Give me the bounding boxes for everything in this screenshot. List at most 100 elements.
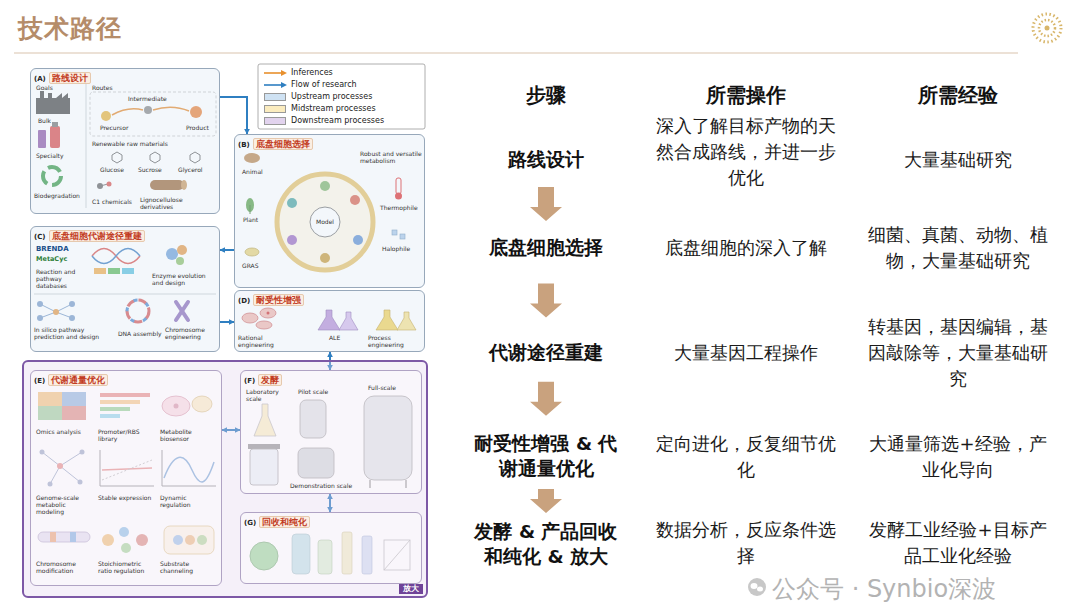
table-cell: 大通量筛选+经验，产业化导向 — [863, 431, 1053, 483]
figure-label: Biodegradation — [34, 192, 80, 199]
figure-label: Metabolite biosensor — [160, 428, 218, 442]
table-cell: 大量基因工程操作 — [646, 340, 846, 366]
slide-title: 技术路径 — [18, 12, 122, 45]
panel-title: 回收和纯化 — [259, 516, 310, 528]
figure-label: Sucrose — [138, 166, 162, 173]
figure-label: Stoichiometric ratio regulation — [98, 560, 156, 574]
database-name: BRENDA — [36, 245, 69, 253]
table-cell: 转基因，基因编辑，基因敲除等，大量基础研究 — [863, 314, 1053, 392]
step-arrow — [530, 489, 562, 513]
figure-label: Routes — [92, 84, 113, 91]
region-title: 放大 — [399, 584, 423, 594]
table-cell: 大量基础研究 — [863, 147, 1053, 173]
step-arrow — [530, 187, 562, 221]
legend-row: Upstream processes — [264, 92, 372, 102]
step-name: 发酵 & 产品回收和纯化 & 放大 — [470, 520, 622, 570]
step-box: 耐受性增强 & 代谢通量优化 — [466, 429, 626, 485]
figure-label: Substrate channeling — [160, 560, 218, 574]
panel-header: (D)耐受性增强 — [238, 292, 304, 307]
scale-up-region: 放大 (E)代谢通量优化 (F)发酵 (G)回收和纯化 — [22, 360, 428, 598]
panel-header: (B)底盘细胞选择 — [238, 136, 313, 151]
figure-label: GRAS — [242, 262, 259, 269]
figure-label: Precursor — [100, 124, 128, 131]
panel-header: (G)回收和纯化 — [244, 514, 310, 529]
figure-label: Intermediate — [128, 95, 167, 102]
legend-text: Upstream processes — [291, 92, 372, 101]
flow-arrow — [220, 321, 234, 323]
figure-label: Chromosome engineering — [165, 326, 217, 340]
legend-line-slot — [264, 81, 286, 89]
flow-arrow — [220, 97, 247, 134]
figure-label: Product — [186, 124, 209, 131]
figure-label: Glucose — [100, 166, 124, 173]
step-box: 路线设计 — [504, 145, 588, 176]
figure-label: Robust and versatile metabolism — [360, 150, 422, 164]
legend-line-slot — [264, 69, 286, 77]
panel-letter: (A) — [34, 75, 46, 83]
figure-label: Pilot scale — [298, 388, 328, 395]
figure-label: Demonstration scale — [290, 482, 352, 489]
step-arrow — [530, 382, 562, 416]
panel-header: (F)发酵 — [244, 372, 282, 387]
table-cell: 深入了解目标产物的天然合成路线，并进一步优化 — [651, 113, 841, 191]
legend-swatch — [264, 117, 286, 125]
figure-label: Process engineering — [368, 334, 422, 348]
step-name: 代谢途径重建 — [489, 341, 603, 366]
figure-label: Omics analysis — [36, 428, 94, 435]
figure-label: Stable expression — [98, 494, 156, 501]
table-cell: 发酵工业经验+目标产品工业化经验 — [863, 517, 1053, 569]
figure-label: Thermophile — [380, 204, 418, 211]
figure-label: Glycerol — [178, 166, 203, 173]
panel-letter: (F) — [244, 377, 255, 385]
panel-header: (A)路线设计 — [34, 70, 91, 85]
panel-title: 底盘细胞选择 — [253, 138, 313, 150]
figure-label: Laboratory scale — [246, 388, 290, 402]
panel-title: 耐受性增强 — [253, 294, 304, 306]
step-box: 代谢途径重建 — [485, 338, 607, 369]
legend-swatch — [264, 93, 286, 101]
panel-letter: (C) — [34, 233, 46, 241]
table-cell: 底盘细胞的深入了解 — [641, 235, 851, 261]
panel-title: 代谢通量优化 — [48, 374, 108, 386]
panel-letter: (D) — [238, 297, 250, 305]
figure-label: Halophile — [382, 245, 410, 252]
legend-text: Inferences — [291, 68, 333, 77]
step-name: 路线设计 — [508, 148, 584, 173]
figure-label: Plant — [243, 216, 258, 223]
step-box: 发酵 & 产品回收和纯化 & 放大 — [466, 517, 626, 573]
watermark: 公众号 · Synbio深波 — [772, 573, 996, 605]
legend-row: Inferences — [264, 68, 333, 78]
step-box: 底盘细胞选择 — [485, 233, 607, 264]
panel-letter: (B) — [238, 141, 250, 149]
column-header: 所需经验 — [918, 82, 998, 109]
figure-label: Specialty — [36, 152, 64, 159]
figure-label: Dynamic regulation — [160, 494, 218, 508]
legend-swatch — [264, 105, 286, 113]
panel-title: 底盘细胞代谢途径重建 — [49, 230, 145, 242]
panel-title: 路线设计 — [49, 72, 91, 84]
figure-label: In silico pathway prediction and design — [34, 326, 114, 340]
figure-label: DNA assembly — [118, 330, 162, 337]
figure-panel: (G)回收和纯化 — [240, 512, 422, 584]
figure-label: Animal — [242, 168, 263, 175]
figure-panel: (E)代谢通量优化 — [30, 370, 222, 586]
legend-text: Midstream processes — [291, 104, 376, 113]
panel-header: (E)代谢通量优化 — [34, 372, 108, 387]
column-header: 所需操作 — [706, 82, 786, 109]
step-name: 耐受性增强 & 代谢通量优化 — [470, 432, 622, 482]
legend-text: Flow of research — [291, 80, 357, 89]
figure-label: Genome-scale metabolic modeling — [36, 494, 94, 516]
figure-label: Bulk — [38, 117, 51, 124]
figure-label: Full-scale — [368, 384, 396, 391]
panel-header: (C)底盘细胞代谢途径重建 — [34, 228, 145, 243]
figure-label: Promoter/RBS library — [98, 428, 156, 442]
figure-label: Chromosome modification — [36, 560, 94, 574]
figure-label: Rational engineering — [238, 334, 294, 348]
panel-title: 发酵 — [258, 374, 282, 386]
table-cell: 定向进化，反复细节优化 — [655, 431, 837, 483]
table-cell: 数据分析，反应条件选择 — [655, 517, 837, 569]
panel-letter: (G) — [244, 519, 256, 527]
figure-label: Model — [316, 218, 334, 225]
figure-label: Reaction and pathway databases — [36, 268, 90, 290]
step-name: 底盘细胞选择 — [489, 236, 603, 261]
